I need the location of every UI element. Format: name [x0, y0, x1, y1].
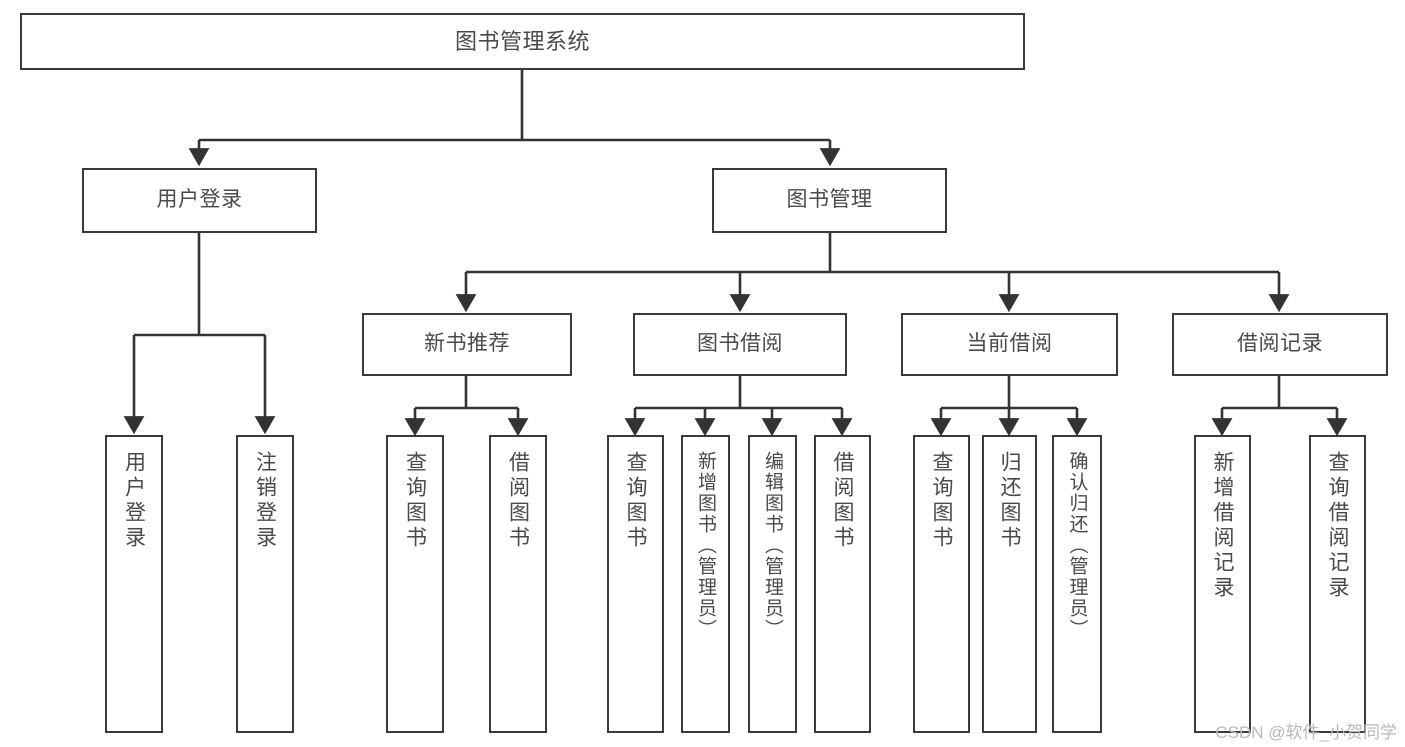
node-label: 查询借阅记录 — [1326, 451, 1349, 601]
node-label: 当前借阅 — [966, 332, 1053, 356]
node-book-borrow[interactable]: 图书借阅 — [633, 313, 847, 376]
leaf-record-add-record[interactable]: 新增借阅记录 — [1194, 435, 1251, 733]
node-label: 编辑图书（管理员） — [762, 451, 783, 640]
node-label: 图书管理 — [786, 188, 873, 212]
node-label: 注销登录 — [253, 451, 277, 551]
node-label: 新增借阅记录 — [1211, 451, 1234, 601]
node-label: 查询图书 — [403, 451, 427, 551]
node-label: 查询图书 — [624, 451, 647, 551]
node-label: 新增图书（管理员） — [695, 451, 716, 640]
leaf-borrow-borrow-book[interactable]: 借阅图书 — [814, 435, 871, 733]
node-new-book-recommend[interactable]: 新书推荐 — [362, 313, 572, 376]
node-label: 图书管理系统 — [454, 28, 590, 54]
leaf-borrow-edit-book-admin[interactable]: 编辑图书（管理员） — [748, 435, 797, 733]
node-label: 图书借阅 — [697, 332, 783, 356]
node-label: 借阅记录 — [1237, 332, 1323, 356]
node-label: 新书推荐 — [424, 332, 510, 356]
leaf-user-logout[interactable]: 注销登录 — [236, 435, 294, 733]
node-book-management[interactable]: 图书管理 — [712, 168, 947, 233]
leaf-borrow-query-book[interactable]: 查询图书 — [607, 435, 664, 733]
leaf-borrow-add-book-admin[interactable]: 新增图书（管理员） — [681, 435, 730, 733]
node-current-borrow[interactable]: 当前借阅 — [901, 313, 1118, 376]
node-label: 归还图书 — [998, 451, 1021, 551]
node-label: 查询图书 — [930, 451, 953, 551]
node-label: 确认归还（管理员） — [1066, 451, 1088, 640]
leaf-recommend-borrow-book[interactable]: 借阅图书 — [489, 435, 547, 733]
watermark: CSDN @软件_小贺同学 — [1215, 723, 1397, 742]
leaf-record-query-record[interactable]: 查询借阅记录 — [1309, 435, 1366, 733]
node-user-login[interactable]: 用户登录 — [82, 168, 317, 233]
node-label: 借阅图书 — [506, 451, 530, 551]
node-borrow-record[interactable]: 借阅记录 — [1172, 313, 1388, 376]
leaf-recommend-query-book[interactable]: 查询图书 — [386, 435, 444, 733]
leaf-user-login[interactable]: 用户登录 — [105, 435, 163, 733]
node-label: 用户登录 — [156, 188, 243, 212]
leaf-current-query-book[interactable]: 查询图书 — [913, 435, 970, 733]
node-root-system[interactable]: 图书管理系统 — [20, 13, 1025, 70]
leaf-current-return-book[interactable]: 归还图书 — [982, 435, 1037, 733]
leaf-current-confirm-return-admin[interactable]: 确认归还（管理员） — [1052, 435, 1102, 733]
node-label: 借阅图书 — [831, 451, 854, 551]
node-label: 用户登录 — [122, 451, 146, 551]
